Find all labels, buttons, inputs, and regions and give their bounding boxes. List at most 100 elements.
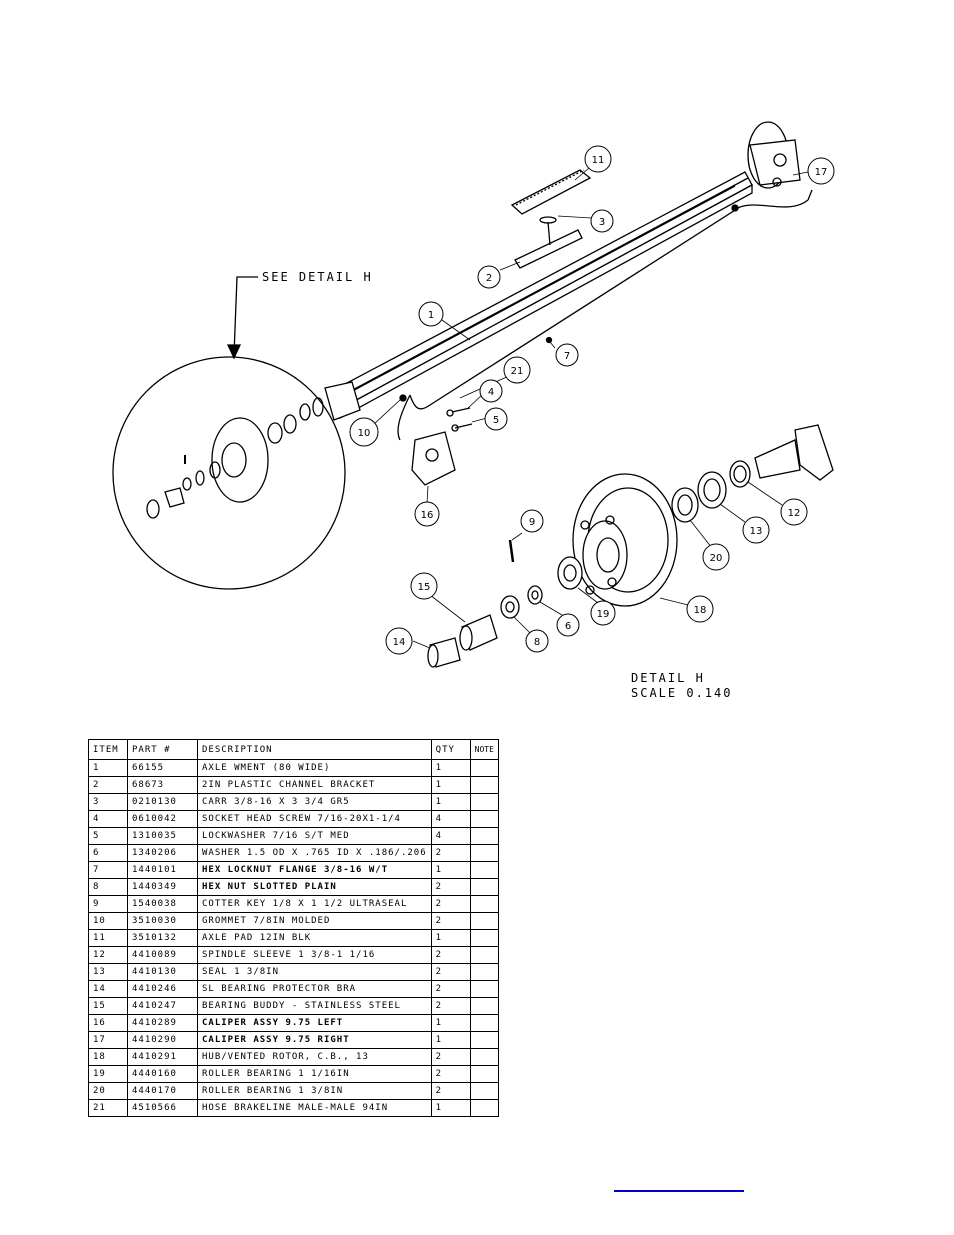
callout-17: 17 <box>807 157 835 185</box>
bom-cell-item: 15 <box>88 997 128 1015</box>
bearing-19 <box>557 556 583 590</box>
bom-cell-item: 1 <box>88 759 128 777</box>
bom-cell-part-number: 4510566 <box>127 1099 198 1117</box>
svg-text:13: 13 <box>750 526 763 537</box>
svg-text:10: 10 <box>358 428 371 439</box>
detail-scale: SCALE 0.140 <box>631 686 732 700</box>
svg-text:2: 2 <box>486 273 492 284</box>
callout-10: 10 <box>349 417 379 447</box>
bom-cell-part-number: 1540038 <box>127 895 198 913</box>
bom-cell-part-number: 4410290 <box>127 1031 198 1049</box>
bom-cell-part-number: 1440349 <box>127 878 198 896</box>
bom-cell-item: 17 <box>88 1031 128 1049</box>
bom-cell-qty: 1 <box>430 929 471 947</box>
bom-cell-note <box>469 776 499 794</box>
bom-cell-item: 8 <box>88 878 128 896</box>
bom-cell-note <box>469 878 499 896</box>
callout-5: 5 <box>484 407 508 431</box>
rotor <box>572 473 678 607</box>
bom-cell-qty: 2 <box>430 946 471 964</box>
svg-text:19: 19 <box>597 609 610 620</box>
svg-text:6: 6 <box>565 621 571 632</box>
svg-text:16: 16 <box>421 510 434 521</box>
svg-text:8: 8 <box>534 637 540 648</box>
bom-cell-description: SOCKET HEAD SCREW 7/16-20X1-1/4 <box>197 810 432 828</box>
bom-cell-part-number: 1340206 <box>127 844 198 862</box>
callout-6: 6 <box>556 613 580 637</box>
bom-cell-note <box>469 793 499 811</box>
bom-cell-note <box>469 997 499 1015</box>
bom-cell-qty: 2 <box>430 895 471 913</box>
bom-cell-note <box>469 844 499 862</box>
bom-cell-part-number: 4410246 <box>127 980 198 998</box>
bearing-20 <box>671 487 699 523</box>
bom-header-description: DESCRIPTION <box>197 739 432 760</box>
bom-cell-qty: 1 <box>430 1014 471 1032</box>
bom-cell-note <box>469 1099 499 1117</box>
callout-2: 2 <box>477 265 501 289</box>
bom-cell-note <box>469 827 499 845</box>
bom-cell-note <box>469 1014 499 1032</box>
callout-21: 21 <box>503 356 531 384</box>
bom-cell-part-number: 3510132 <box>127 929 198 947</box>
callout-1: 1 <box>418 301 444 327</box>
bom-cell-part-number: 4410291 <box>127 1048 198 1066</box>
footer-link-underline[interactable] <box>614 1190 744 1192</box>
svg-text:21: 21 <box>511 366 524 377</box>
bom-cell-part-number: 1310035 <box>127 827 198 845</box>
bom-cell-part-number: 66155 <box>127 759 198 777</box>
detail-title: DETAIL H <box>631 671 705 685</box>
axle-pad <box>510 169 592 215</box>
bom-cell-qty: 1 <box>430 1031 471 1049</box>
bom-cell-description: HOSE BRAKELINE MALE-MALE 94IN <box>197 1099 432 1117</box>
svg-text:17: 17 <box>815 167 828 178</box>
detail-circle <box>112 356 346 590</box>
bom-cell-item: 14 <box>88 980 128 998</box>
svg-text:9: 9 <box>529 517 535 528</box>
callout-4: 4 <box>479 379 503 403</box>
bom-cell-description: COTTER KEY 1/8 X 1 1/2 ULTRASEAL <box>197 895 432 913</box>
bom-cell-item: 2 <box>88 776 128 794</box>
bom-cell-part-number: 68673 <box>127 776 198 794</box>
bom-cell-item: 13 <box>88 963 128 981</box>
bom-cell-qty: 1 <box>430 776 471 794</box>
callout-14: 14 <box>385 627 413 655</box>
detail-circle-parts <box>146 417 269 519</box>
callout-20: 20 <box>702 543 730 571</box>
bom-cell-description: 2IN PLASTIC CHANNEL BRACKET <box>197 776 432 794</box>
svg-text:20: 20 <box>710 553 723 564</box>
bom-cell-item: 18 <box>88 1048 128 1066</box>
bom-cell-description: HEX LOCKNUT FLANGE 3/8-16 W/T <box>197 861 432 879</box>
bom-cell-description: SPINDLE SLEEVE 1 3/8-1 1/16 <box>197 946 432 964</box>
bom-cell-part-number: 4410289 <box>127 1014 198 1032</box>
bom-cell-item: 9 <box>88 895 128 913</box>
bom-cell-description: BEARING BUDDY - STAINLESS STEEL <box>197 997 432 1015</box>
callout-18: 18 <box>686 595 714 623</box>
bom-cell-description: SEAL 1 3/8IN <box>197 963 432 981</box>
svg-text:1: 1 <box>428 310 434 321</box>
bom-cell-qty: 1 <box>430 793 471 811</box>
bom-cell-qty: 1 <box>430 759 471 777</box>
bom-header-part: PART # <box>127 739 198 760</box>
bom-cell-part-number: 4410247 <box>127 997 198 1015</box>
bom-cell-description: ROLLER BEARING 1 3/8IN <box>197 1082 432 1100</box>
seal-13 <box>697 471 727 509</box>
bom-cell-item: 10 <box>88 912 128 930</box>
bom-cell-qty: 2 <box>430 1065 471 1083</box>
bom-cell-item: 3 <box>88 793 128 811</box>
bom-cell-qty: 2 <box>430 963 471 981</box>
bom-cell-qty: 4 <box>430 810 471 828</box>
callout-8: 8 <box>525 629 549 653</box>
bom-cell-part-number: 0210130 <box>127 793 198 811</box>
bom-cell-note <box>469 946 499 964</box>
callout-16: 16 <box>414 501 440 527</box>
